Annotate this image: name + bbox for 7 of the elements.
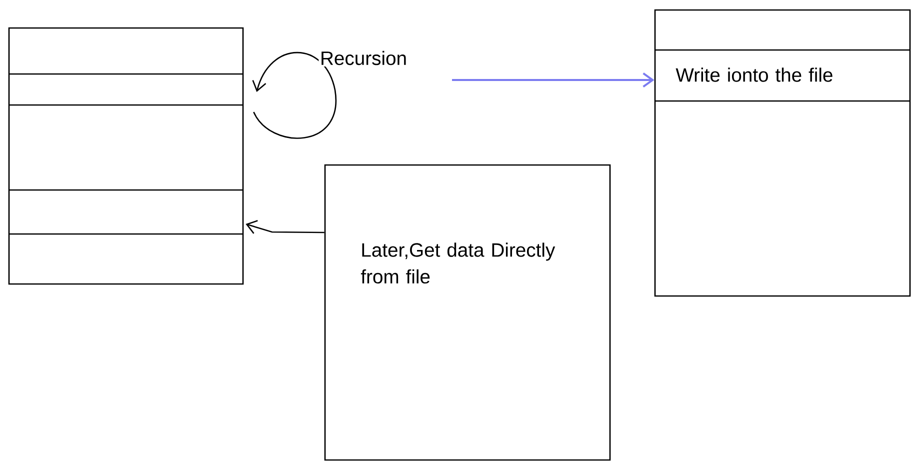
table-box [8, 27, 244, 285]
arrow [252, 52, 336, 139]
text-box: Later,Get data Directly from file [324, 164, 611, 461]
text-box: Write ionto the file [654, 9, 911, 297]
arrow [246, 220, 324, 234]
edge-label: Recursion [318, 50, 408, 66]
arrow [452, 72, 654, 88]
